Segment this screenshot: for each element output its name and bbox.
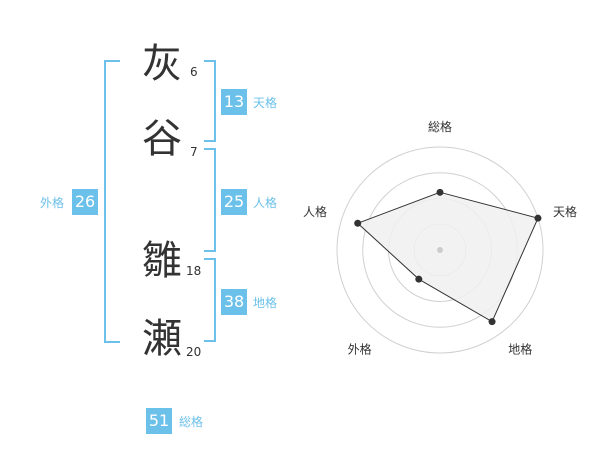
stroke-count-3: 18 <box>186 264 202 278</box>
stroke-count-1: 6 <box>190 65 198 79</box>
jinkaku-label: 人格 <box>253 196 278 210</box>
gaikaku-score: 26 <box>72 189 98 215</box>
radar-center-point <box>437 247 443 253</box>
radar-grid-ring <box>336 146 544 354</box>
soukaku-score: 51 <box>146 408 172 434</box>
gaikaku-bracket <box>104 60 120 343</box>
gaikaku-label: 外格 <box>40 196 65 210</box>
jinkaku-score: 25 <box>221 189 247 215</box>
jinkaku-bracket <box>204 148 216 252</box>
chikaku-label: 地格 <box>253 296 278 310</box>
soukaku-label: 総格 <box>179 415 204 429</box>
radar-axis-label-1: 総格 <box>428 119 452 134</box>
chikaku-bracket <box>204 258 216 342</box>
tenkaku-bracket <box>204 60 216 142</box>
radar-point-3 <box>488 318 496 326</box>
radar-point-1 <box>436 188 444 196</box>
tenkaku-score: 13 <box>221 89 247 115</box>
radar-axis-label-5: 人格 <box>303 204 327 219</box>
radar-axis-label-3: 地格 <box>508 342 532 357</box>
stroke-count-2: 7 <box>190 145 198 159</box>
tenkaku-label: 天格 <box>253 96 278 110</box>
radar-axis-label-2: 天格 <box>553 204 577 219</box>
name-char-2: 谷 <box>142 116 182 162</box>
name-char-1: 灰 <box>142 41 182 87</box>
stroke-count-4: 20 <box>186 345 202 359</box>
radar-point-2 <box>534 214 542 222</box>
radar-point-4 <box>415 275 423 283</box>
radar-axis-label-4: 外格 <box>348 342 372 357</box>
radar-data-area <box>356 191 539 323</box>
name-char-3: 雛 <box>142 238 182 284</box>
name-char-4: 瀬 <box>142 316 182 362</box>
radar-point-5 <box>354 219 362 227</box>
chikaku-score: 38 <box>221 289 247 315</box>
